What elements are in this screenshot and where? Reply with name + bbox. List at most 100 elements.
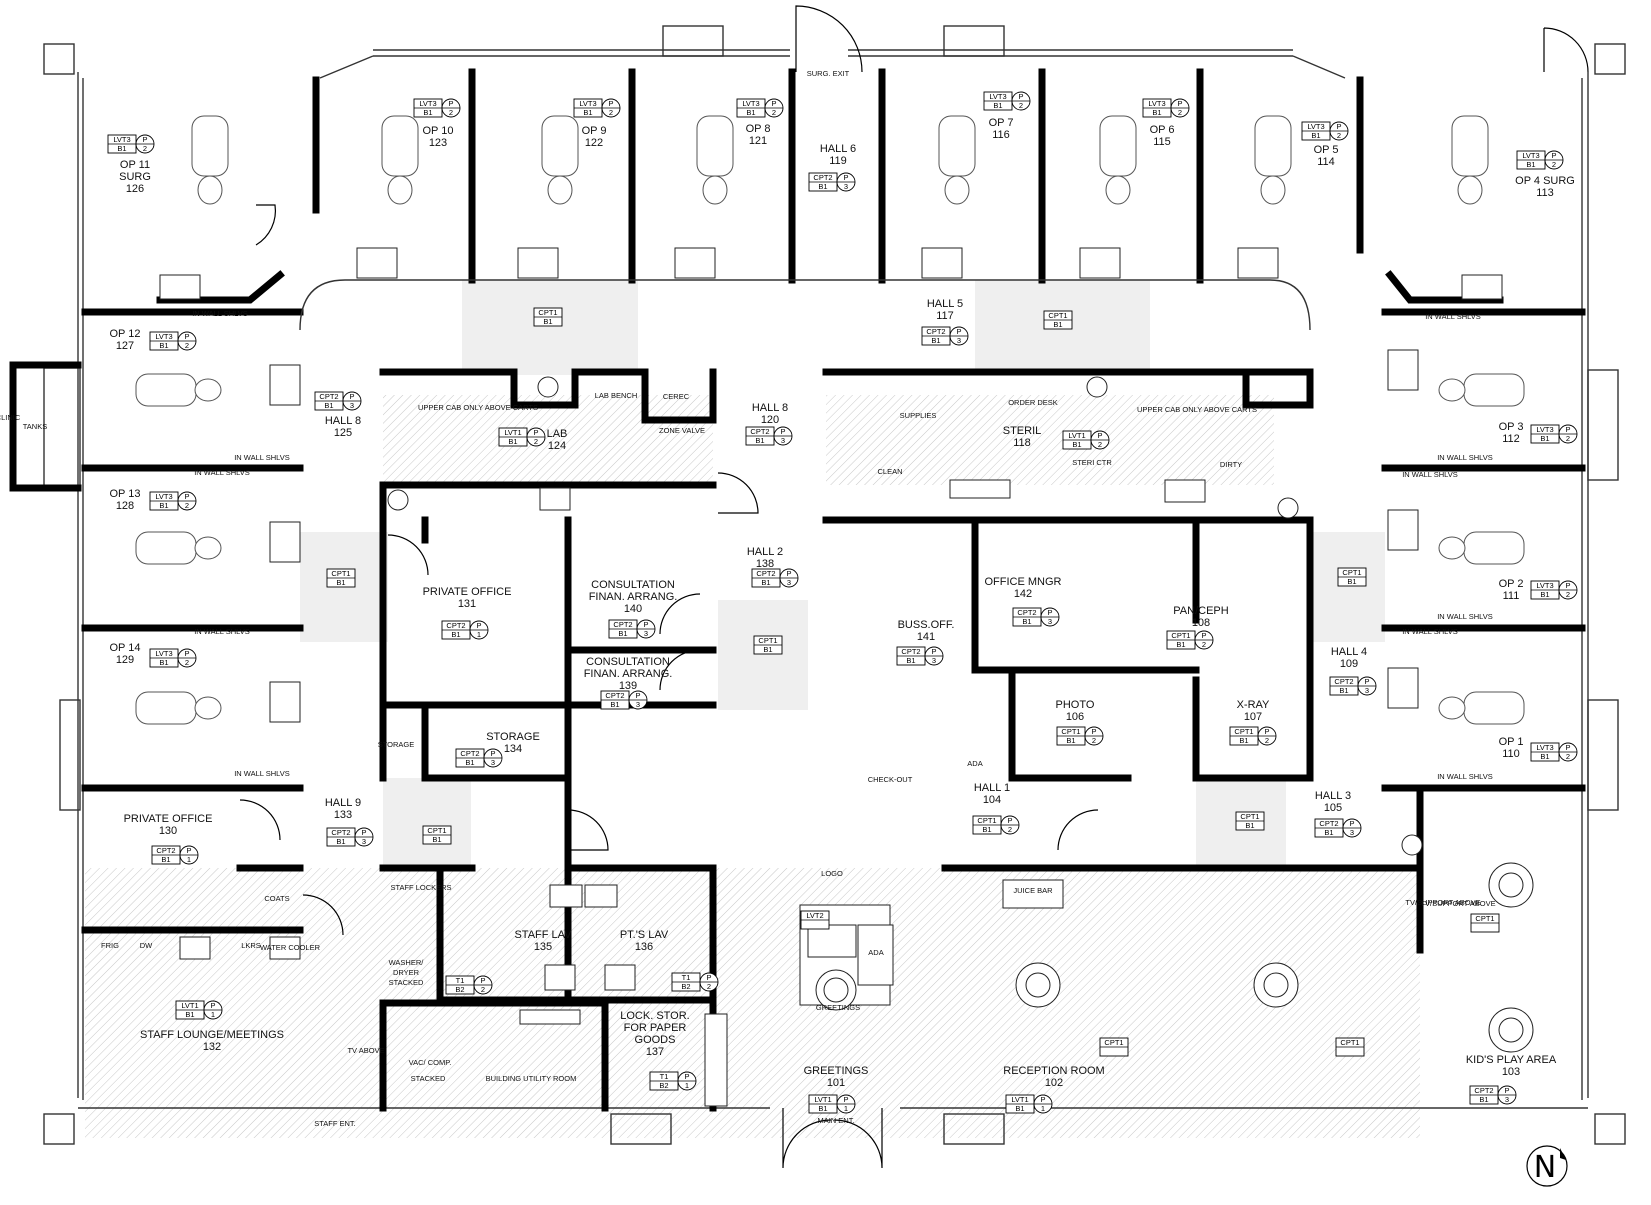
- annotation-label: WASHER/: [389, 958, 425, 967]
- finish-tag-sub: B1: [931, 336, 940, 345]
- paint-tag-code: P: [1177, 99, 1182, 108]
- paint-tag-code: P: [635, 691, 640, 700]
- finish-tag-code: LVT3: [113, 135, 130, 144]
- annotation-label: IN WALL SHLVS: [1402, 470, 1458, 479]
- finish-tag-code: CPT2: [331, 828, 350, 837]
- finish-tag-code: LVT3: [1522, 151, 1539, 160]
- finish-tag-sub: B1: [1066, 736, 1075, 745]
- room-name: OP 13: [110, 488, 141, 500]
- paint-tag-sub: 2: [772, 108, 776, 117]
- paint-tag-sub: 3: [1505, 1095, 1509, 1104]
- finish-tag-sub: B1: [1339, 686, 1348, 695]
- annotation-label: LKRS: [241, 941, 261, 950]
- finish-tag-sub: B1: [610, 700, 619, 709]
- paint-tag-code: P: [771, 99, 776, 108]
- finish-tag-code: LVT3: [1536, 581, 1553, 590]
- paint-tag-sub: 2: [185, 658, 189, 667]
- room-num: 136: [635, 941, 653, 953]
- doors: [239, 5, 1589, 1169]
- finish-tag-code: CPT2: [813, 173, 832, 182]
- room-num: 107: [1244, 711, 1262, 723]
- paint-tag-sub: 3: [781, 436, 785, 445]
- room-name: HALL 9: [325, 797, 361, 809]
- paint-tag-code: P: [349, 392, 354, 401]
- room-sub2: GOODS: [635, 1034, 676, 1046]
- paint-tag-code: P: [1336, 122, 1341, 131]
- finish-tag-code: LVT1: [1011, 1095, 1028, 1104]
- room-num: 120: [761, 414, 779, 426]
- room-num: 106: [1066, 711, 1084, 723]
- finish-tag-sub: B1: [117, 144, 126, 153]
- room-num: 140: [624, 603, 642, 615]
- finish-tag-code: LVT2: [806, 911, 823, 920]
- paint-tag-code: P: [476, 621, 481, 630]
- floor-finishes: [85, 280, 1420, 1138]
- room-name: HALL 6: [820, 143, 856, 155]
- paint-tag-code: P: [533, 428, 538, 437]
- finish-tag-sub: B1: [1239, 736, 1248, 745]
- annotation-label: VAC/ COMP.: [409, 1058, 452, 1067]
- annotation-label: FRIG: [101, 941, 119, 950]
- paint-tag-code: P: [1201, 631, 1206, 640]
- paint-tag-sub: 1: [685, 1081, 689, 1090]
- paint-tag-code: P: [931, 647, 936, 656]
- paint-tag-code: P: [184, 649, 189, 658]
- paint-tag-code: P: [1264, 727, 1269, 736]
- finish-tag: CPT1: [1099, 1037, 1129, 1057]
- finish-tag-sub: B1: [1311, 131, 1320, 140]
- paint-tag-code: P: [1091, 727, 1096, 736]
- finish-tag-code: LVT1: [1068, 431, 1085, 440]
- finish-tag-sub: B1: [618, 629, 627, 638]
- annotation-label: DRYER: [393, 968, 420, 977]
- annotation-label: TV ABOVE: [347, 1046, 384, 1055]
- paint-tag-sub: 2: [707, 982, 711, 991]
- room-num: 124: [548, 440, 566, 452]
- annotation-label: IN WALL SHLVS: [194, 468, 250, 477]
- room-name: OP 9: [582, 125, 607, 137]
- finish-tag: CPT1: [1335, 1037, 1365, 1057]
- finish-tag-sub: B1: [336, 578, 345, 587]
- finish-tag-code: CPT1: [1240, 812, 1259, 821]
- finish-tag-sub: B1: [1526, 160, 1535, 169]
- room-name: PRIVATE OFFICE: [423, 586, 512, 598]
- room-name: OP 1: [1499, 736, 1524, 748]
- paint-tag-code: P: [142, 135, 147, 144]
- room-num: 133: [334, 809, 352, 821]
- annotation-label: ZONE VALVE: [659, 426, 705, 435]
- paint-tag-code: P: [684, 1072, 689, 1081]
- paint-tag-sub: 2: [1566, 752, 1570, 761]
- room-num: 129: [116, 654, 134, 666]
- finish-tag-sub: B1: [1072, 440, 1081, 449]
- finish-tag-code: CPT1: [1048, 311, 1067, 320]
- finish-tag-code: CPT1: [331, 569, 350, 578]
- annotation-label: LOGO: [821, 869, 843, 878]
- room-num: 121: [749, 135, 767, 147]
- finish-tag-code: CPT1: [1342, 568, 1361, 577]
- annotation-label: UPPER CAB ONLY ABOVE CARTS: [1137, 405, 1257, 414]
- finish-tag-sub: B1: [755, 436, 764, 445]
- annotation-label: IN WALL SHLVS: [1437, 612, 1493, 621]
